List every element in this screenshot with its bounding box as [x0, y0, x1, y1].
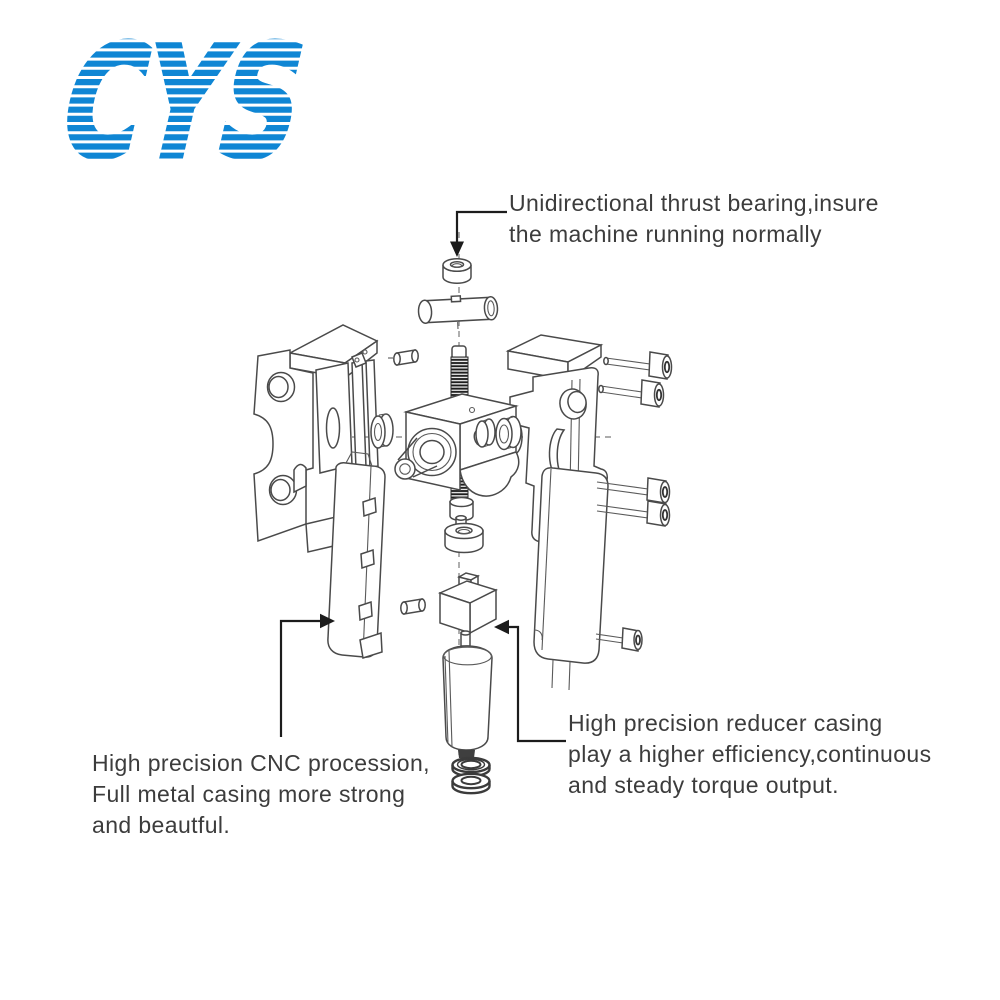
motor-mount-block [437, 572, 499, 635]
cys-logo-letters: CYS [50, 32, 310, 172]
flange-bearings-right-of-block [475, 415, 522, 451]
motor [442, 630, 493, 764]
cys-logo-text: CYS [50, 32, 310, 172]
thrust-bearing [442, 258, 472, 284]
leader-arrows [279, 210, 566, 743]
annotation-line: and beautful. [92, 812, 231, 838]
cys-logo: CYS [50, 32, 310, 172]
cnc-casing-leader-arrow [279, 613, 335, 737]
annotation-line: the machine running normally [509, 221, 822, 247]
locating-pin [388, 349, 419, 366]
cap-screw [603, 351, 673, 380]
annotation-line: Full metal casing more strong [92, 781, 406, 807]
right-casing-shell [533, 467, 609, 691]
annotation-line: Unidirectional thrust bearing,insure [509, 190, 879, 216]
roller-pin [417, 295, 499, 330]
shim-washers [451, 756, 491, 795]
locating-pins [388, 349, 426, 615]
cap-screw [596, 500, 671, 527]
cap-screws-upper [598, 351, 673, 408]
locating-pin [400, 598, 426, 615]
cap-screw [596, 477, 671, 504]
annotation-thrust-bearing: Unidirectional thrust bearing,insure the… [509, 188, 879, 250]
annotation-reducer-casing: High precision reducer casing play a hig… [568, 708, 931, 801]
annotation-line: High precision reducer casing [568, 710, 883, 736]
reducer-casing-leader-arrow [494, 619, 566, 743]
cap-screw [598, 379, 665, 408]
cap-screw [595, 627, 643, 652]
spacer-bushing [444, 522, 484, 554]
annotation-line: High precision CNC procession, [92, 750, 430, 776]
flange-bearing-left-of-block [370, 413, 394, 449]
annotation-line: play a higher efficiency,continuous [568, 741, 932, 767]
left-casing-shell [327, 451, 386, 659]
annotation-cnc-casing: High precision CNC procession, Full meta… [92, 748, 430, 841]
annotation-line: and steady torque output. [568, 772, 839, 798]
thrust-bearing-leader-arrow [450, 210, 507, 257]
gearbox-block [370, 393, 522, 497]
cap-screws-lower [595, 477, 671, 652]
